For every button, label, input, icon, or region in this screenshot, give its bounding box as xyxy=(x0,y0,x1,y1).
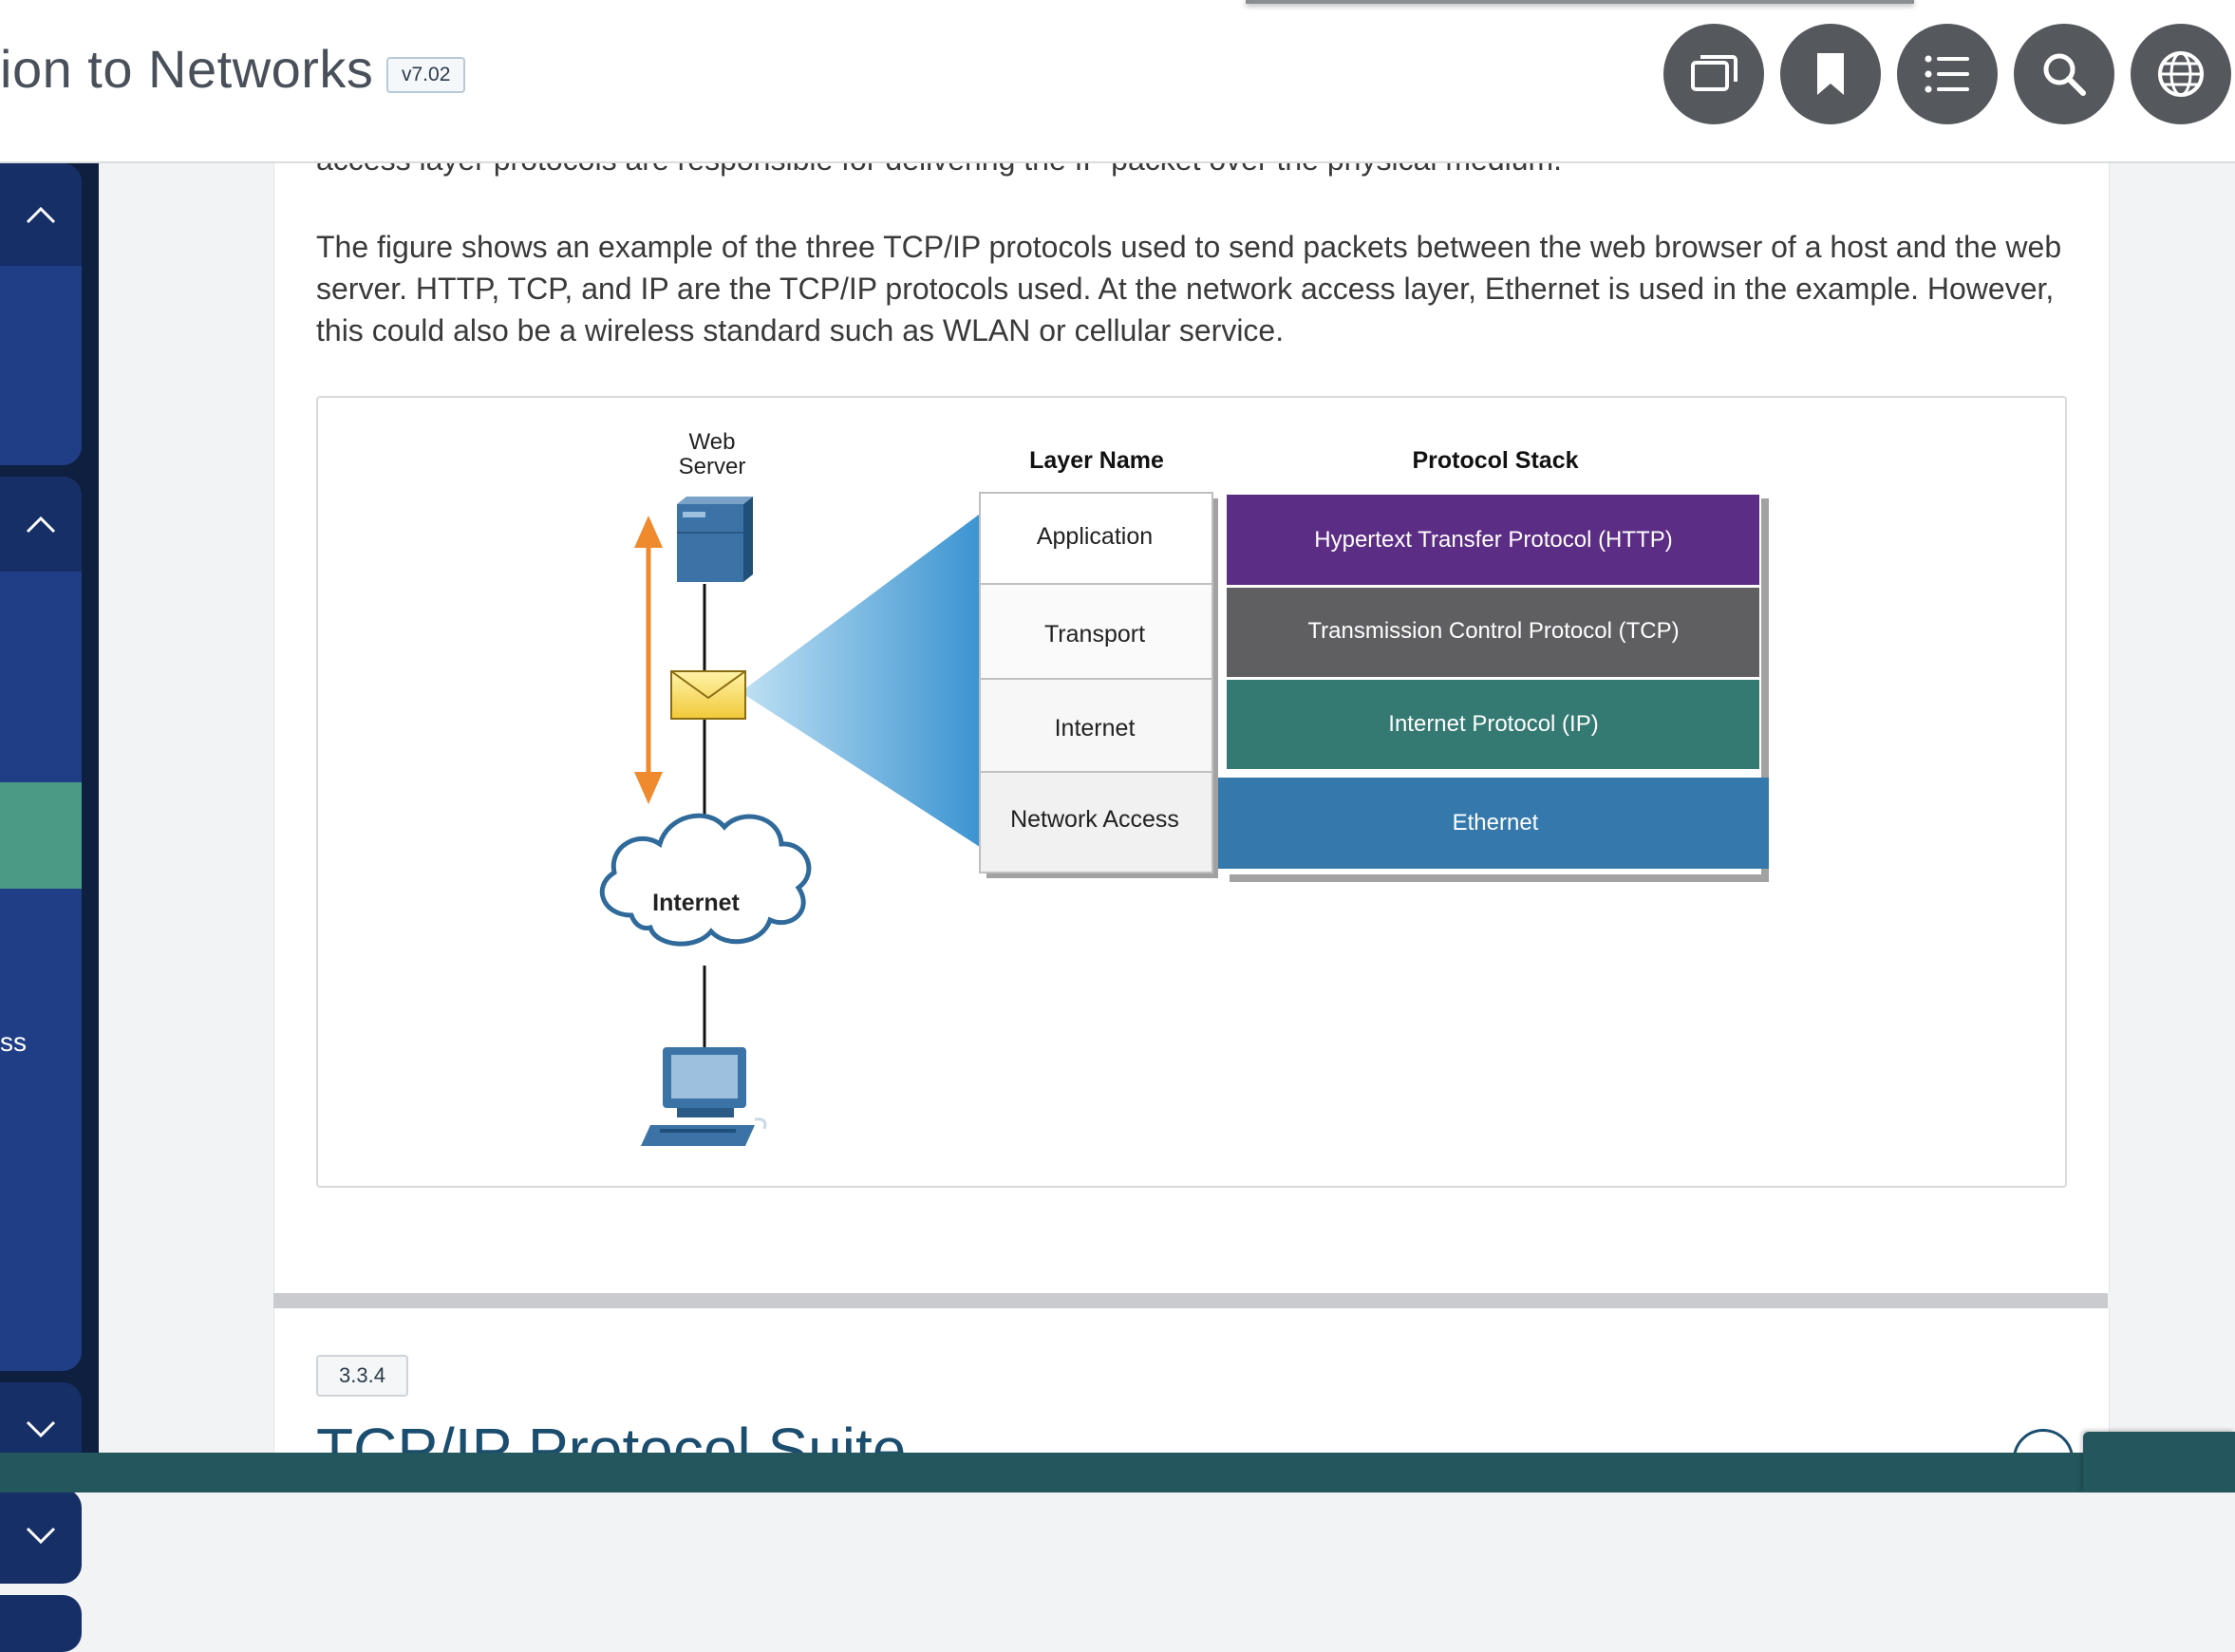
protocol-name: Ethernet xyxy=(1453,810,1539,835)
server-label: Web xyxy=(689,429,736,455)
windows-icon xyxy=(1691,55,1737,91)
layer-cell xyxy=(979,771,1213,873)
bottom-nav-bar xyxy=(0,1453,2235,1492)
bottom-nav-button[interactable] xyxy=(2083,1432,2235,1492)
chevron-up-icon xyxy=(26,516,56,534)
sidebar-collapse-toggle[interactable] xyxy=(0,163,82,266)
chevron-down-icon xyxy=(26,1420,56,1438)
left-sidebar: ss xyxy=(0,163,99,1652)
layer-name: Transport xyxy=(1044,621,1145,648)
chevron-down-icon xyxy=(26,1527,56,1545)
layer-name-header: Layer Name xyxy=(1029,447,1164,474)
protocol-stack-header: Protocol Stack xyxy=(1412,447,1578,474)
layer-table xyxy=(979,492,1213,873)
protocol-block-tcp xyxy=(1227,588,1759,677)
list-button[interactable] xyxy=(1897,24,1998,124)
list-icon xyxy=(1925,55,1969,93)
protocol-name: Internet Protocol (IP) xyxy=(1388,711,1598,737)
top-shadow-bar xyxy=(1246,0,1914,4)
sidebar-section-4[interactable] xyxy=(0,1489,82,1584)
cloud-label: Internet xyxy=(652,890,740,916)
version-badge: v7.02 xyxy=(386,57,466,93)
protocol-block-http xyxy=(1227,495,1759,585)
next-section-card xyxy=(273,1308,2110,1460)
protocol-name: Transmission Control Protocol (TCP) xyxy=(1307,618,1679,644)
search-icon xyxy=(2043,53,2086,96)
layer-cell xyxy=(979,583,1213,680)
search-button[interactable] xyxy=(2014,24,2114,124)
language-button[interactable] xyxy=(2131,24,2231,124)
bookmark-icon xyxy=(1817,53,1844,95)
bookmark-button[interactable] xyxy=(1780,24,1881,124)
sidebar-collapse-toggle[interactable] xyxy=(0,477,82,572)
sidebar-expand-toggle[interactable] xyxy=(0,1489,82,1584)
section-divider xyxy=(273,1293,2108,1308)
sidebar-section-5[interactable] xyxy=(0,1595,82,1652)
layer-cell xyxy=(979,492,1213,585)
computer-icon xyxy=(641,1047,767,1146)
body-paragraph: The figure shows an example of the three… xyxy=(316,230,2062,347)
sidebar-expand-toggle[interactable] xyxy=(0,1382,82,1477)
protocol-block-ethernet xyxy=(1218,778,1769,869)
layer-name: Application xyxy=(1037,523,1153,550)
windows-button[interactable] xyxy=(1663,24,1764,124)
envelope-icon xyxy=(670,670,746,720)
protocol-name: Hypertext Transfer Protocol (HTTP) xyxy=(1314,527,1672,553)
server-icon xyxy=(677,497,753,582)
sidebar-active-item[interactable] xyxy=(0,782,82,889)
tcpip-diagram: Web Server Internet xyxy=(599,429,1769,1146)
double-arrow-icon xyxy=(634,516,663,804)
layer-name: Internet xyxy=(1055,715,1136,742)
course-title: ion to Networks xyxy=(0,39,374,99)
cloud-icon xyxy=(599,813,812,947)
section-number-badge: 3.3.4 xyxy=(316,1355,408,1397)
layer-cell xyxy=(979,678,1213,773)
protocol-stack xyxy=(1218,493,1769,874)
layer-name: Network Access xyxy=(1010,806,1179,833)
zoom-beam xyxy=(741,512,983,849)
top-header: ion to Networks v7.02 xyxy=(0,0,2235,163)
server-label: Server xyxy=(679,454,746,479)
sidebar-item-label[interactable]: ss xyxy=(0,1027,27,1057)
sidebar-section-1[interactable] xyxy=(0,163,82,465)
sidebar-section-2[interactable] xyxy=(0,477,82,1371)
chevron-up-icon xyxy=(26,206,56,224)
tcpip-figure: Web Server Internet xyxy=(316,396,2067,1188)
globe-icon xyxy=(2158,51,2204,97)
protocol-block-ip xyxy=(1227,680,1759,769)
